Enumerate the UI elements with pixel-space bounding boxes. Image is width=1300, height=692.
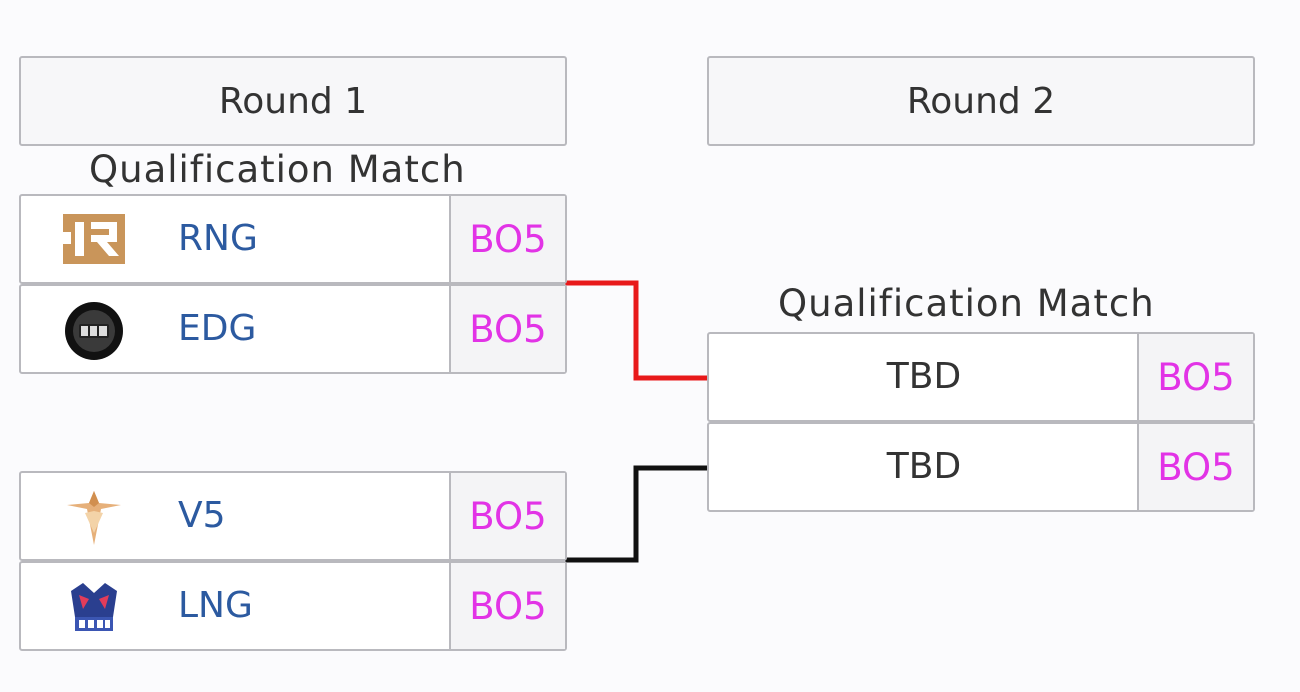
- round-1-header: Round 1: [19, 56, 567, 146]
- team-name-edg: EDG: [178, 308, 257, 349]
- round-2-slot-2-format: BO5: [1137, 424, 1253, 510]
- round-2-slot-2-name: TBD: [886, 446, 962, 487]
- connector-match-1: [565, 280, 708, 381]
- round-2-label: Round 2: [906, 80, 1056, 122]
- round-1-label: Round 1: [218, 80, 368, 122]
- format-badge-rng: BO5: [449, 196, 565, 282]
- round-2-slot-1[interactable]: TBD BO5: [707, 332, 1255, 422]
- team-row-rng[interactable]: RNG BO5: [19, 194, 567, 284]
- team-row-v5[interactable]: V5 BO5: [19, 471, 567, 561]
- round-2-slot-1-format: BO5: [1137, 334, 1253, 420]
- connector-match-2: [565, 465, 708, 563]
- format-badge-v5: BO5: [449, 473, 565, 559]
- lng-logo-icon: [61, 573, 127, 639]
- team-row-edg[interactable]: EDG BO5: [19, 284, 567, 374]
- team-name-rng: RNG: [178, 218, 258, 259]
- round-1-section-title: Qualification Match: [89, 148, 466, 191]
- round-2-slot-2[interactable]: TBD BO5: [707, 422, 1255, 512]
- team-name-lng: LNG: [178, 585, 253, 626]
- round-2-header: Round 2: [707, 56, 1255, 146]
- format-badge-lng: BO5: [449, 563, 565, 649]
- round-2-section-title: Qualification Match: [778, 282, 1155, 325]
- team-row-lng[interactable]: LNG BO5: [19, 561, 567, 651]
- v5-logo-icon: [61, 483, 127, 549]
- round-2-slot-1-name: TBD: [886, 356, 962, 397]
- edg-logo-icon: [61, 298, 127, 364]
- rng-logo-icon: [61, 206, 127, 272]
- format-badge-edg: BO5: [449, 286, 565, 372]
- team-name-v5: V5: [178, 495, 226, 536]
